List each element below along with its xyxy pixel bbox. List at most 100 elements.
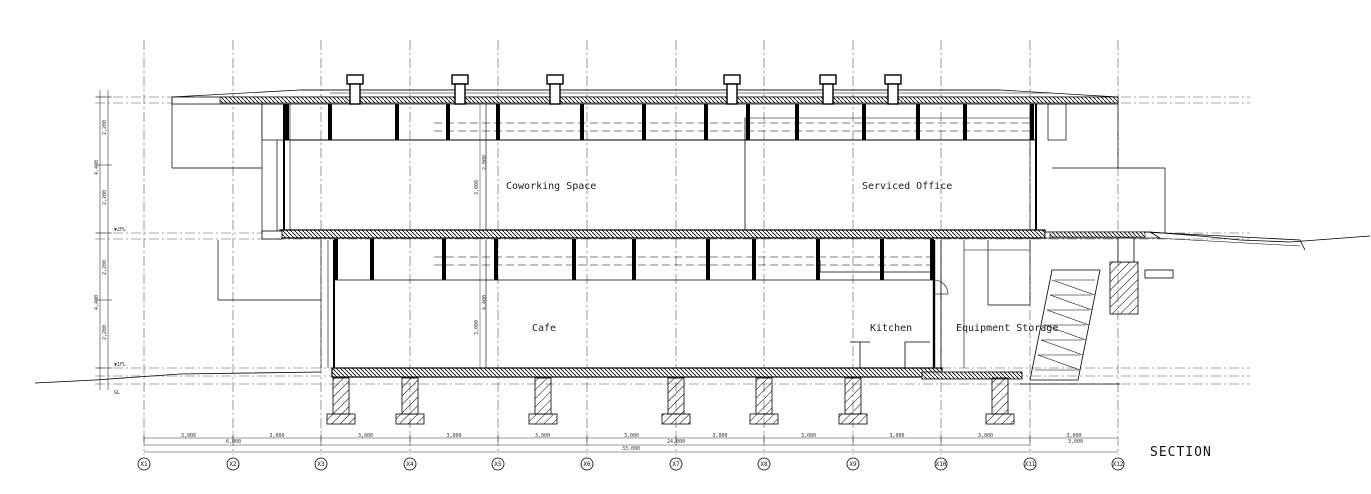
skylight-cap — [884, 74, 902, 85]
span-dim-label: 3,000 — [181, 433, 196, 439]
room-label-equipment-storage: Equipment Storage — [956, 323, 1058, 334]
grid-bubble — [580, 457, 594, 471]
room-label-kitchen: Kitchen — [870, 323, 912, 334]
grid-bubble — [314, 457, 328, 471]
bottom-dimension-lines — [144, 437, 1118, 453]
skylight-shaft — [726, 83, 738, 105]
grid-label: X9 — [849, 461, 857, 468]
level-markers: ▼2FL ▼1FL GL — [114, 227, 126, 396]
span-dim-label: 3,000 — [624, 433, 639, 439]
upper-floor — [283, 104, 1037, 233]
dim-label: 2,000 — [482, 155, 488, 170]
lower-beam — [752, 239, 756, 280]
dim-label: 4,400 — [94, 160, 100, 175]
grid-bubble — [491, 457, 505, 471]
left-dim-labels: 2,200 4,400 2,200 2,200 4,400 2,200 — [94, 120, 108, 340]
roof — [171, 89, 1119, 105]
dim-label: 2,200 — [102, 325, 108, 340]
upper-beam — [446, 104, 450, 140]
span-dim-label: 3,000 — [801, 433, 816, 439]
upper-beam — [395, 104, 399, 140]
upper-beam — [746, 104, 750, 140]
skylight-shaft — [454, 83, 466, 105]
level-1fl: ▼1FL — [114, 362, 126, 368]
lower-beam — [880, 239, 884, 280]
dim-label: 3,000 — [474, 320, 480, 335]
skylight-shaft — [887, 83, 899, 105]
ground-line — [34, 231, 1371, 385]
room-label-coworking: Coworking Space — [506, 181, 596, 192]
footing-pad — [749, 413, 779, 425]
span-dim-label: 3,000 — [535, 433, 550, 439]
grid-label: X4 — [406, 461, 414, 468]
grid-bubble — [846, 457, 860, 471]
overall-dimension: 33,000 — [622, 446, 640, 452]
footing-column — [534, 377, 552, 415]
inner-dim-labels: 3,000 2,000 3,000 4,400 — [474, 155, 488, 335]
footing-column — [401, 377, 419, 415]
footing-pad — [838, 413, 868, 425]
grid-label: X11 — [1025, 461, 1036, 468]
dim-label: 3,000 — [1068, 439, 1083, 445]
grid-bubble — [934, 457, 948, 471]
grid-bubble — [669, 457, 683, 471]
skylight-cap — [546, 74, 564, 85]
footing-pad — [326, 413, 356, 425]
upper-beam — [1030, 104, 1034, 140]
drawing-title: SECTION — [1150, 445, 1212, 460]
lower-beam — [494, 239, 498, 280]
upper-beam — [580, 104, 584, 140]
dim-label: 2,200 — [102, 190, 108, 205]
span-dim-label: 3,000 — [446, 433, 461, 439]
grid-bubble — [226, 457, 240, 471]
room-labels: Coworking Space Serviced Office Cafe Kit… — [506, 181, 1058, 334]
lower-beam — [370, 239, 374, 280]
span-dim-label: 3,000 — [1066, 433, 1081, 439]
footing-pad — [395, 413, 425, 425]
footing-column — [332, 377, 350, 415]
upper-beam — [328, 104, 332, 140]
grid-label: X2 — [229, 461, 237, 468]
upper-beam — [704, 104, 708, 140]
footing-pad — [528, 413, 558, 425]
upper-beam — [916, 104, 920, 140]
grid-label: X5 — [494, 461, 502, 468]
grid-bubble — [137, 457, 151, 471]
span-dim-label: 3,000 — [889, 433, 904, 439]
dim-label: 2,200 — [102, 120, 108, 135]
level-2fl: ▼2FL — [114, 227, 126, 233]
lower-beam — [930, 239, 934, 280]
footing-column — [667, 377, 685, 415]
exterior-stair — [1029, 237, 1174, 381]
background-massing-left — [171, 98, 321, 301]
room-label-serviced-office: Serviced Office — [862, 181, 952, 192]
skylight-cap — [451, 74, 469, 85]
lower-beam — [572, 239, 576, 280]
span-dim-label: 3,000 — [712, 433, 727, 439]
upper-beam — [963, 104, 967, 140]
group-dimensions: 6,000 24,000 3,000 33,000 — [226, 439, 1083, 452]
span-dim-label: 3,000 — [358, 433, 373, 439]
grid-label: X12 — [1113, 461, 1124, 468]
footing-pad — [661, 413, 691, 425]
footing-column — [991, 377, 1009, 415]
grid-label: X7 — [672, 461, 680, 468]
dim-label: 3,000 — [474, 180, 480, 195]
upper-beam — [642, 104, 646, 140]
skylight-cap — [819, 74, 837, 85]
lower-beam — [706, 239, 710, 280]
grid-label: X6 — [583, 461, 591, 468]
lower-beam — [442, 239, 446, 280]
second-floor-slab — [261, 229, 1306, 251]
footing-column — [755, 377, 773, 415]
footing-pad — [985, 413, 1015, 425]
dim-label: 4,400 — [94, 295, 100, 310]
dim-label: 24,000 — [667, 439, 685, 445]
upper-beam — [496, 104, 500, 140]
upper-beam — [862, 104, 866, 140]
skylight-shaft — [349, 83, 361, 105]
room-label-cafe: Cafe — [532, 323, 556, 334]
skylight-cap — [346, 74, 364, 85]
